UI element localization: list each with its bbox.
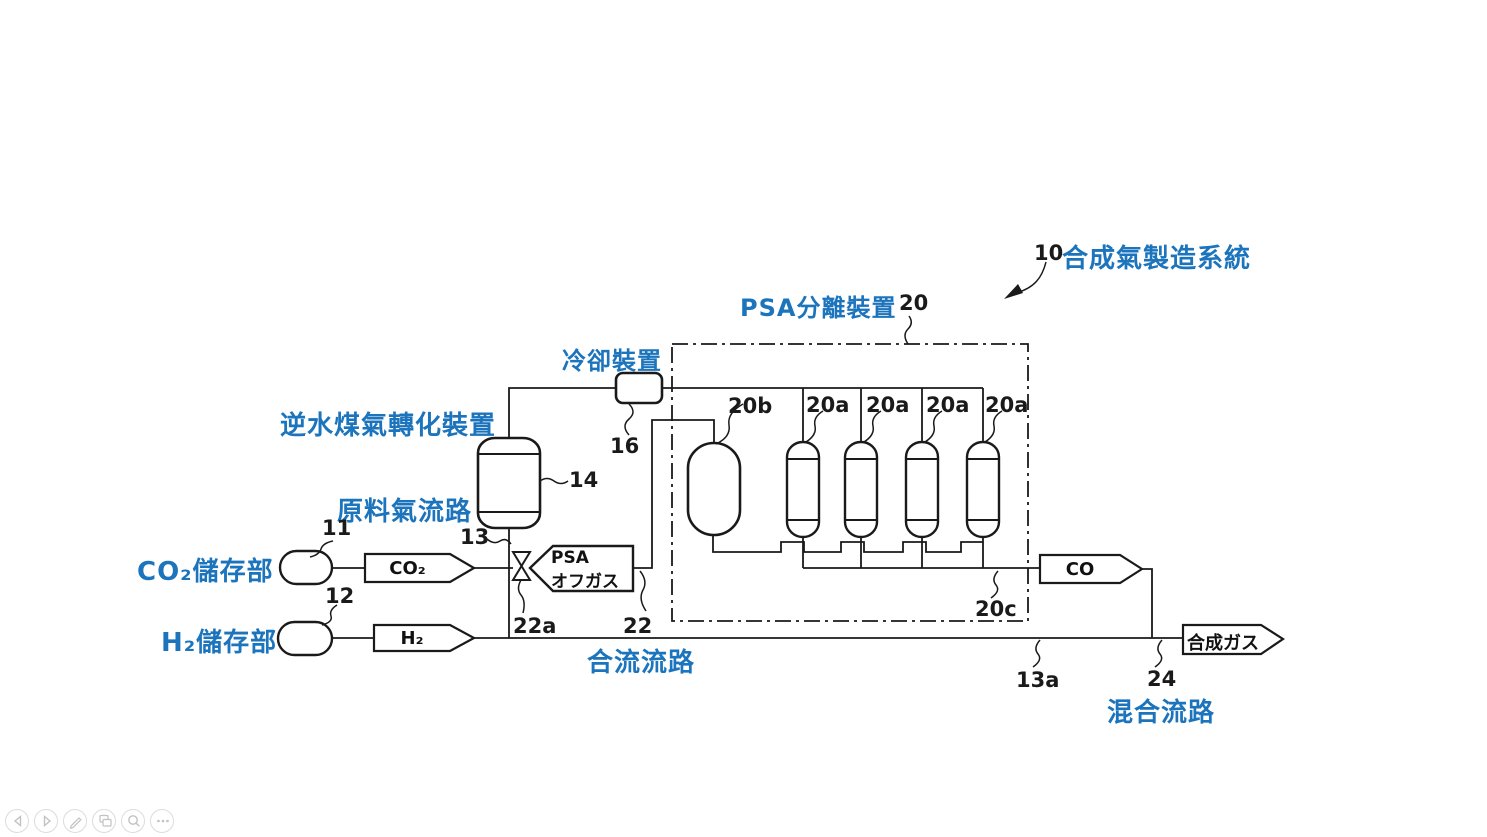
adsorber1-bed-lines [787,458,819,521]
slides-icon [99,814,112,827]
cooler-box [614,371,664,405]
rwgs-label: 逆水煤氣轉化裝置 [280,411,497,441]
ref-13a: 13a [1016,668,1060,692]
leader-20a-1 [805,410,824,443]
cooler-label: 冷卻裝置 [562,347,662,375]
adsorber-vessel-1 [785,440,821,539]
offgas-text-line1: PSA [551,548,589,568]
adsorber-vessel-2 [843,440,879,539]
leader-10 [1015,261,1047,294]
h2-stream-arrow-box [372,623,477,653]
ellipsis-icon [157,819,169,823]
pen-tools-button[interactable] [63,809,87,833]
leader-13a [1032,639,1041,668]
psa-unit-label: PSA分離裝置 [740,294,897,322]
leader-22a [517,579,525,614]
ref-20b: 20b [728,394,773,418]
ref-11: 11 [322,516,352,540]
system-label: 合成氣製造系統 [1062,244,1252,274]
offgas-return-pipe [633,419,715,569]
co2-storage-vessel [278,549,334,586]
pen-icon [69,817,82,830]
syngas-stream-arrow-box [1181,623,1285,656]
offgas-text-line2: オフガス [551,572,619,592]
pipes [332,387,1183,639]
leader-10-arrowhead-icon [1004,284,1023,299]
ref-10: 10 [1034,241,1064,265]
left-arrow-icon [13,815,22,827]
ref-20a-2: 20a [866,393,910,417]
ref-20a-3: 20a [926,393,970,417]
leader-20a-4 [984,410,1003,443]
adsorber-vessel-4 [965,440,1001,539]
h2-storage-label: H₂儲存部 [161,628,278,658]
h2-storage-vessel [276,620,334,657]
leader-13 [486,538,512,545]
co-stream-arrow-box [1038,553,1145,585]
zoom-button[interactable] [121,809,145,833]
ref-14: 14 [569,468,599,492]
leader-20 [904,315,912,345]
ref-20c: 20c [975,597,1017,621]
rwgs-bed-lines [478,453,540,513]
co2-storage-label: CO₂儲存部 [137,557,274,587]
co2-stream-text: CO₂ [389,558,426,579]
offgas-tank-vessel [686,441,742,537]
mixed-path-label: 混合流路 [1107,698,1216,728]
previous-slide-button[interactable] [5,809,29,833]
adsorber3-bed-lines [906,458,938,521]
ref-22: 22 [623,614,653,638]
leader-20a-3 [924,410,943,443]
valve-symbol [511,551,532,581]
leader-16 [624,403,634,436]
psa-offgas-arrow-box [528,544,635,593]
rwgs-reactor-vessel [476,436,542,530]
co-stream-text: CO [1065,559,1095,580]
adsorber-vessel-3 [904,440,940,539]
ref-16: 16 [610,434,640,458]
next-slide-button[interactable] [34,809,58,833]
reference-leaders [309,261,1163,668]
co-downcomer-pipe [1142,568,1153,638]
adsorber-vessels [785,440,1001,539]
ref-24: 24 [1147,667,1177,691]
syngas-stream-text: 合成ガス [1187,633,1259,654]
ref-20: 20 [899,291,929,315]
more-options-button[interactable] [150,809,174,833]
leader-20c [990,570,999,599]
ref-20a-1: 20a [806,393,850,417]
co2-stream-arrow-box [363,552,477,584]
adsorber2-bed-lines [845,458,877,521]
leader-20a-2 [863,410,882,443]
leader-12 [321,604,338,626]
ref-20a-4: 20a [985,393,1029,417]
magnifier-icon [128,815,140,827]
psa-unit-boundary [671,343,1029,622]
leader-20b [715,403,744,445]
leader-24 [1154,639,1163,668]
leader-11 [309,540,334,558]
valve-lower-triangle [511,564,532,581]
presentation-toolbar [5,809,174,833]
valve-upper-triangle [511,551,532,568]
merge-path-label: 合流流路 [587,648,696,678]
rwgs-outlet-pipe [508,387,616,438]
adsorber4-bed-lines [967,458,999,521]
all-slides-button[interactable] [92,809,116,833]
equipment [276,371,1285,657]
right-arrow-icon [43,815,52,827]
leader-22 [639,570,647,612]
offgas-collector-pipe [712,535,983,553]
feed-path-label: 原料氣流路 [337,497,473,527]
h2-stream-text: H₂ [400,628,424,649]
leader-14 [539,477,569,485]
ref-22a: 22a [513,614,557,638]
ref-12: 12 [325,584,355,608]
ref-13: 13 [460,525,490,549]
